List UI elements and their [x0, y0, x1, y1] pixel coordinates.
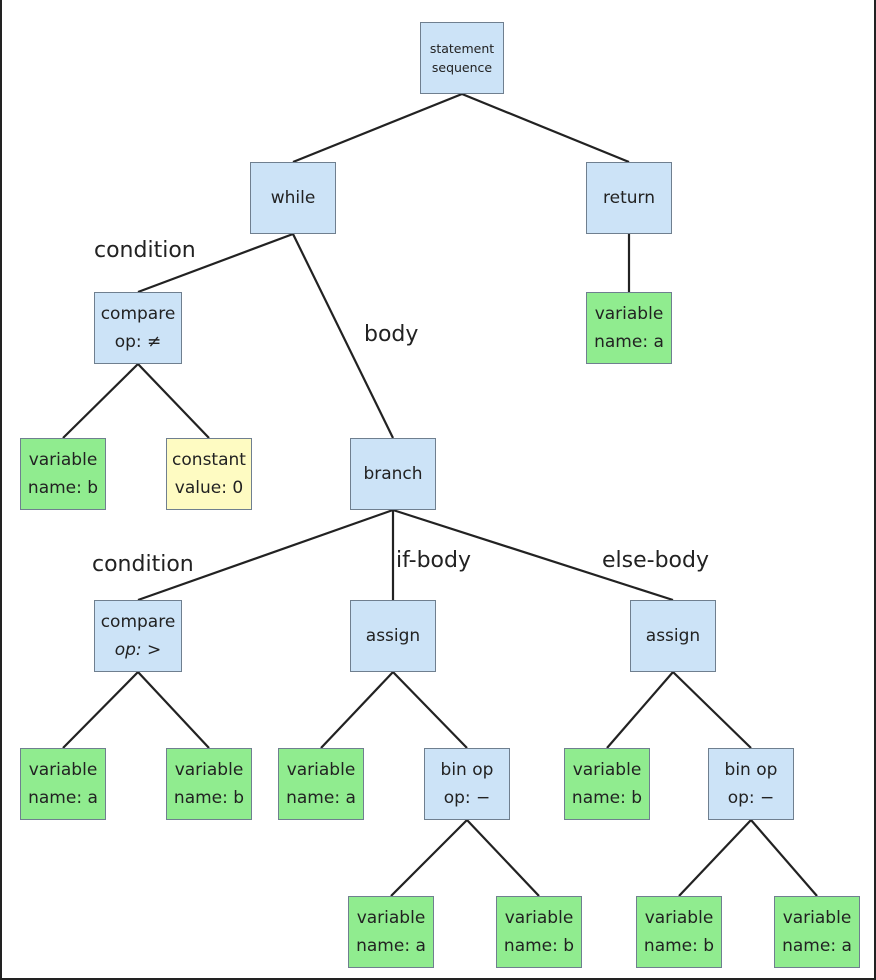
- edge-assign1-to-as1_a: [320, 671, 394, 749]
- edge-cmp2-to-cmp2_a: [62, 671, 139, 749]
- node-as1_a-line-0: variable: [286, 760, 356, 780]
- node-seq: statement sequence: [420, 22, 504, 94]
- edge-label-body: body: [364, 322, 419, 347]
- node-cmp1-line-1: op: ≠: [114, 332, 162, 352]
- node-bo2_b: variable name: b: [636, 896, 722, 968]
- node-bo1_b-line-1: name: b: [503, 936, 575, 956]
- node-cmp2_a-line-1: name: a: [28, 788, 98, 808]
- edge-label-condition: condition: [92, 552, 194, 577]
- node-as2_b-line-0: variable: [572, 760, 642, 780]
- node-binop1-line-1: op: −: [443, 788, 491, 808]
- node-const0-line-0: constant: [172, 450, 246, 470]
- edge-assign2-to-as2_b: [606, 671, 674, 749]
- node-return: return: [586, 162, 672, 234]
- node-assign1: assign: [350, 600, 436, 672]
- node-as2_b-line-1: name: b: [571, 788, 643, 808]
- node-cmp2-line-0: compare: [100, 612, 176, 632]
- edge-binop2-to-bo2_b: [678, 819, 752, 897]
- node-binop2-line-0: bin op: [724, 760, 778, 780]
- edge-binop1-to-bo1_a: [390, 819, 468, 897]
- node-cmp2_b-line-0: variable: [174, 760, 244, 780]
- node-cmp2-line-1: op: >: [114, 640, 162, 660]
- edge-binop2-to-bo2_a: [750, 819, 818, 897]
- node-const0: constant value: 0: [166, 438, 252, 510]
- edge-cmp1-to-const0: [137, 363, 210, 439]
- node-bo2_a-line-1: name: a: [782, 936, 852, 956]
- edge-cmp2-to-cmp2_b: [137, 671, 210, 749]
- node-as2_b: variable name: b: [564, 748, 650, 820]
- edge-assign1-to-binop1: [392, 671, 468, 749]
- edge-label-else-body: else-body: [602, 548, 709, 573]
- node-binop1: bin op op: −: [424, 748, 510, 820]
- node-const0-line-1: value: 0: [174, 478, 244, 498]
- edge-cmp1-to-var_b1: [62, 363, 139, 439]
- node-cmp1-line-0: compare: [100, 304, 176, 324]
- node-as1_a-line-1: name: a: [286, 788, 356, 808]
- node-as1_a: variable name: a: [278, 748, 364, 820]
- node-cmp2_b: variable name: b: [166, 748, 252, 820]
- edge-label-if-body: if-body: [396, 548, 472, 573]
- node-bo2_a: variable name: a: [774, 896, 860, 968]
- edge-branch-to-cmp2: [137, 508, 394, 602]
- node-branch: branch: [350, 438, 436, 510]
- node-var_b1-line-1: name: b: [27, 478, 99, 498]
- node-cmp2_a: variable name: a: [20, 748, 106, 820]
- node-while: while: [250, 162, 336, 234]
- edge-branch-to-assign2: [392, 508, 674, 602]
- node-bo1_b-line-0: variable: [504, 908, 574, 928]
- node-assign1-line-0: assign: [365, 626, 421, 646]
- edge-binop1-to-bo1_b: [466, 819, 540, 897]
- node-ret_var-line-0: variable: [594, 304, 664, 324]
- node-var_b1-line-0: variable: [28, 450, 98, 470]
- node-while-line-0: while: [270, 188, 316, 208]
- edge-seq-to-while: [292, 92, 463, 164]
- node-cmp1: compare op: ≠: [94, 292, 182, 364]
- node-seq-line-0: statement: [429, 41, 495, 56]
- node-assign2: assign: [630, 600, 716, 672]
- node-var_b1: variable name: b: [20, 438, 106, 510]
- node-cmp2_b-line-1: name: b: [173, 788, 245, 808]
- node-bo1_a-line-0: variable: [356, 908, 426, 928]
- edge-label-condition: condition: [94, 238, 196, 263]
- node-binop2: bin op op: −: [708, 748, 794, 820]
- node-bo2_a-line-0: variable: [782, 908, 852, 928]
- node-bo2_b-line-1: name: b: [643, 936, 715, 956]
- node-branch-line-0: branch: [363, 464, 423, 484]
- node-binop2-line-1: op: −: [727, 788, 775, 808]
- edge-while-to-cmp1: [137, 232, 294, 294]
- node-cmp2_a-line-0: variable: [28, 760, 98, 780]
- node-bo2_b-line-0: variable: [644, 908, 714, 928]
- edge-assign2-to-binop2: [672, 671, 752, 749]
- node-bo1_a-line-1: name: a: [356, 936, 426, 956]
- node-seq-line-1: sequence: [431, 60, 493, 75]
- node-return-line-0: return: [603, 188, 655, 208]
- edge-seq-to-return: [461, 92, 630, 164]
- node-assign2-line-0: assign: [645, 626, 701, 646]
- node-binop1-line-0: bin op: [440, 760, 494, 780]
- node-cmp2: compare op: >: [94, 600, 182, 672]
- edge-while-to-branch: [292, 233, 394, 439]
- node-bo1_b: variable name: b: [496, 896, 582, 968]
- node-ret_var-line-1: name: a: [594, 332, 664, 352]
- node-ret_var: variable name: a: [586, 292, 672, 364]
- node-bo1_a: variable name: a: [348, 896, 434, 968]
